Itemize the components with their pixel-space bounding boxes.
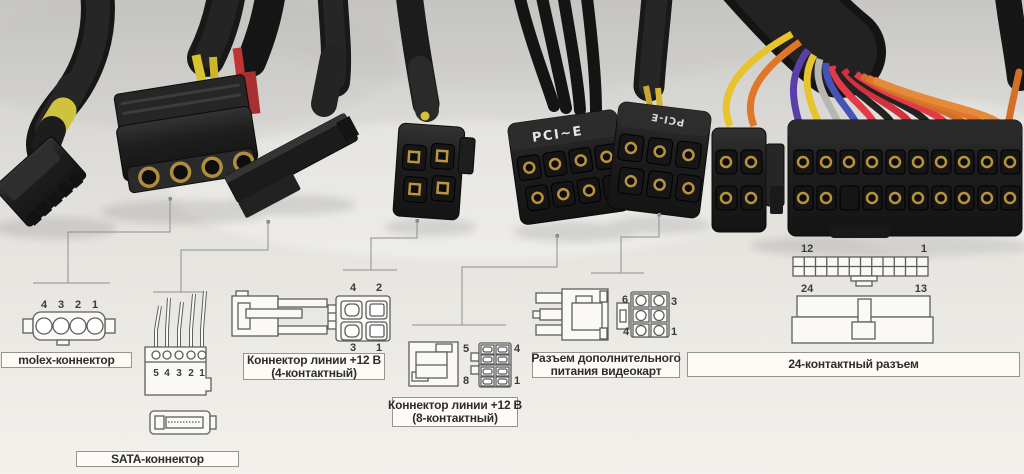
atx-24pin-photo — [711, 0, 1023, 238]
pcie-6pin-photo: PCI-E — [606, 85, 712, 219]
molex-diagram — [22, 311, 116, 346]
p12v8-pin-tl: 5 — [463, 343, 469, 355]
p12v4-diagram — [231, 290, 391, 342]
label-gpu-line1: Разъем дополнительного — [531, 351, 681, 365]
label-p12v8-line1: Коннектор линии +12 В — [387, 398, 523, 412]
label-atx24-text: 24-контактный разъем — [788, 357, 919, 371]
atx24-pin-1: 1 — [921, 243, 927, 255]
atx12v-4pin-photo — [392, 111, 476, 221]
molex-pin-1: 1 — [92, 299, 98, 311]
leader-dots — [168, 197, 661, 238]
label-molex-text: molex-коннектор — [18, 352, 115, 367]
p12v4-pin-tl: 4 — [350, 282, 357, 294]
p12v8-pin-bl: 8 — [463, 375, 469, 387]
sata-pin-5: 5 — [153, 368, 159, 379]
diagrams — [22, 256, 934, 435]
sata-diagram — [144, 290, 217, 435]
atx24-pin-12: 12 — [801, 243, 813, 255]
label-p12v4-line2: (4-контактный) — [271, 365, 357, 380]
label-p12v8: Коннектор линии +12 В (8-контактный) — [388, 397, 522, 427]
label-molex: molex-коннектор — [1, 352, 132, 368]
atx24-pin-13: 13 — [915, 283, 927, 295]
p12v8-pin-tr: 4 — [514, 343, 521, 355]
label-sata-text: SATA-коннектор — [111, 451, 204, 466]
p12v8-diagram — [408, 341, 512, 388]
pin-numbers: 4 3 2 1 5 4 3 2 1 4 2 3 1 5 4 8 1 6 3 4 … — [41, 243, 927, 387]
leader-lines — [33, 199, 660, 326]
molex-pin-2: 2 — [75, 299, 81, 311]
label-atx24: 24-контактный разъем — [687, 352, 1020, 377]
gpu-pin-bl: 4 — [623, 326, 630, 338]
floppy-connector — [0, 136, 87, 227]
label-p12v8-line2: (8-контактный) — [412, 411, 498, 425]
label-p12v4: Коннектор линии +12 В (4-контактный) — [243, 353, 385, 380]
gpu-pin-tl: 6 — [622, 294, 628, 306]
p12v4-pin-br: 1 — [376, 342, 382, 354]
sata-pin-1: 1 — [199, 368, 205, 379]
p12v4-pin-bl: 3 — [350, 342, 356, 354]
sata-pin-2: 2 — [188, 368, 194, 379]
pcie8-print-text: PCI~E — [531, 124, 584, 146]
label-gpu: Разъем дополнительного питания видеокарт — [531, 351, 681, 378]
label-sata: SATA-коннектор — [76, 451, 239, 467]
label-p12v4-line1: Коннектор линии +12 В — [246, 352, 382, 367]
gpu-diagram — [532, 288, 670, 341]
p12v4-pin-tr: 2 — [376, 282, 382, 294]
p12v8-pin-br: 1 — [514, 375, 520, 387]
sata-connector-photo — [224, 113, 360, 218]
molex-connector-photo — [113, 47, 261, 194]
gpu-pin-tr: 3 — [671, 296, 677, 308]
sata-pin-4: 4 — [164, 368, 170, 379]
molex-pin-3: 3 — [58, 299, 64, 311]
sata-pin-3: 3 — [176, 368, 182, 379]
atx24-pin-24: 24 — [801, 283, 814, 295]
molex-pin-4: 4 — [41, 299, 48, 311]
label-gpu-line2: питания видеокарт — [550, 364, 662, 378]
photo-area: PCI~E — [0, 0, 1024, 260]
gpu-pin-br: 1 — [671, 326, 677, 338]
atx24-diagram — [791, 256, 934, 344]
